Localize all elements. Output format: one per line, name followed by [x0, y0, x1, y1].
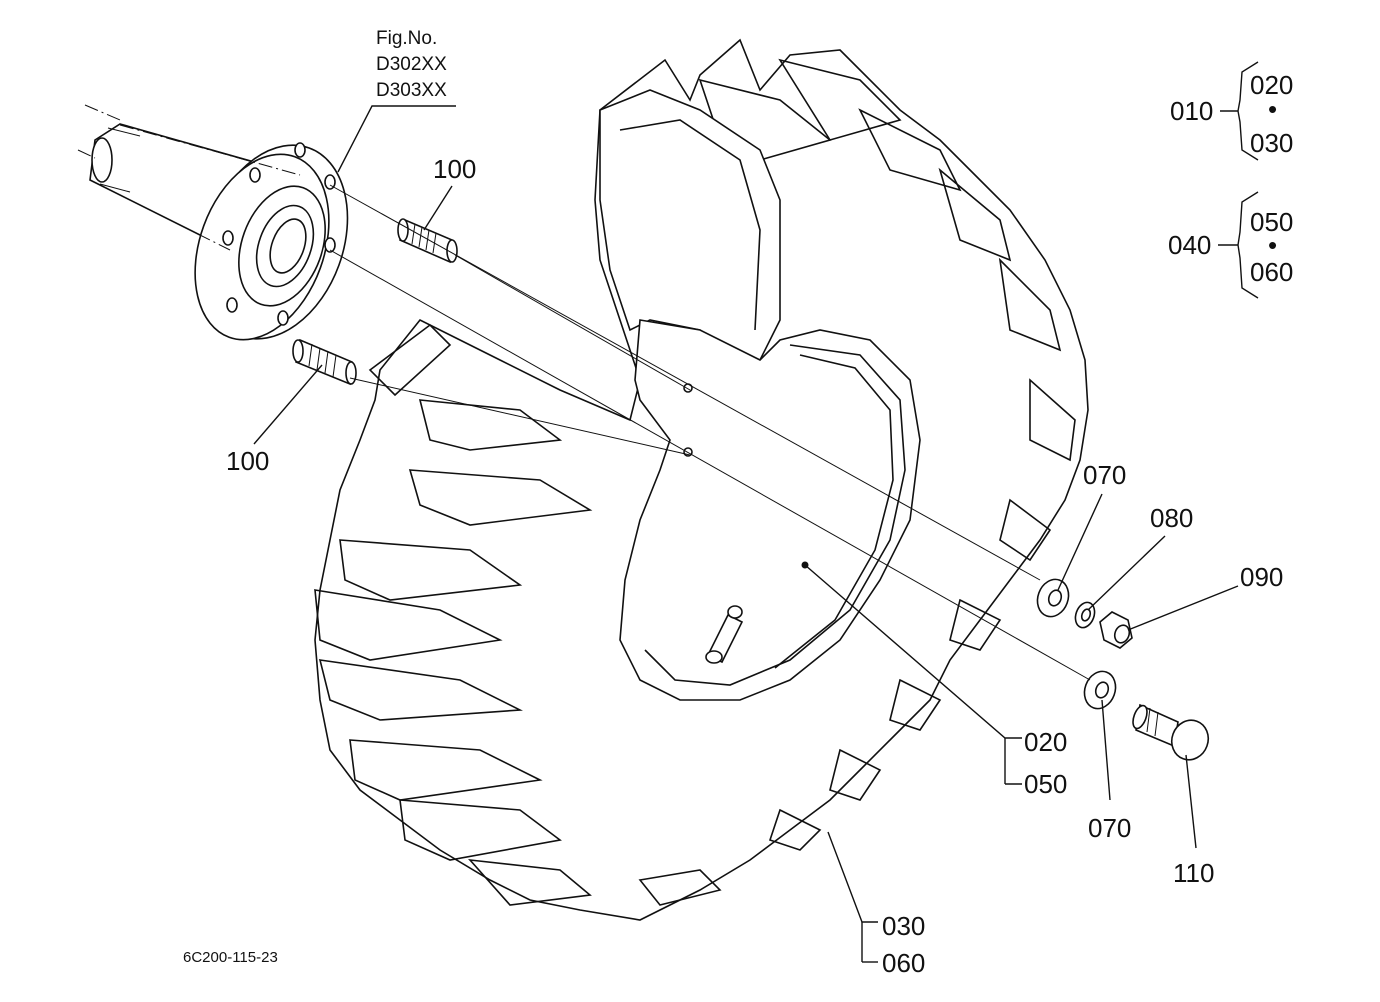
wheel-rim — [599, 89, 921, 701]
callout-label-100-upper: 100 — [433, 154, 476, 184]
callout-washer-upper: 070 — [1057, 460, 1126, 591]
flat-washer-upper — [1036, 578, 1070, 618]
group-040-member-1: 050 — [1250, 207, 1293, 237]
callout-label-110: 110 — [1173, 858, 1214, 888]
hex-bolt — [1132, 703, 1210, 761]
callout-nut: 090 — [1127, 562, 1283, 631]
group-code-040: 040 — [1168, 230, 1211, 260]
hub-flange — [194, 142, 349, 341]
fig-code-1: D302XX — [376, 54, 447, 75]
group-010-separator: • — [1268, 94, 1277, 124]
group-040-member-2: 060 — [1250, 257, 1293, 287]
callout-label-090: 090 — [1240, 562, 1283, 592]
group-010-member-1: 020 — [1250, 70, 1293, 100]
callout-rim: 020 050 — [804, 564, 1067, 799]
drawing-id: 6C200-115-23 — [183, 949, 278, 966]
callout-label-070-upper: 070 — [1083, 460, 1126, 490]
callout-stud-lower: 100 — [226, 364, 323, 476]
callout-bolt: 110 — [1173, 754, 1214, 888]
callout-label-050: 050 — [1024, 769, 1067, 799]
callout-label-070-lower: 070 — [1088, 813, 1131, 843]
callout-washer-lower: 070 — [1088, 699, 1131, 843]
callout-label-080: 080 — [1150, 503, 1193, 533]
group-010-member-2: 030 — [1250, 128, 1293, 158]
callout-stud-upper: 100 — [423, 154, 476, 231]
stud-bolt-upper — [397, 218, 458, 264]
callout-tire: 030 060 — [827, 831, 925, 978]
callout-label-060: 060 — [882, 948, 925, 978]
callout-label-100-lower: 100 — [226, 446, 269, 476]
stud-bolt-lower — [292, 338, 357, 386]
assembly-group-010: 010 020 • 030 — [1170, 61, 1293, 161]
group-code-010: 010 — [1170, 96, 1213, 126]
fig-no-label: Fig.No. — [376, 28, 437, 49]
callout-spring-washer: 080 — [1087, 503, 1193, 611]
figure-reference: Fig.No. D302XX D303XX — [337, 28, 456, 173]
callout-label-020: 020 — [1024, 727, 1067, 757]
valve-stem — [705, 605, 744, 664]
callout-label-030: 030 — [882, 911, 925, 941]
assembly-axis-lines — [89, 124, 1091, 681]
assembly-group-040: 040 050 • 060 — [1168, 191, 1293, 299]
hex-nut — [1099, 611, 1133, 649]
flat-washer-lower — [1083, 670, 1117, 710]
group-040-separator: • — [1268, 230, 1277, 260]
fig-code-2: D303XX — [376, 80, 447, 101]
